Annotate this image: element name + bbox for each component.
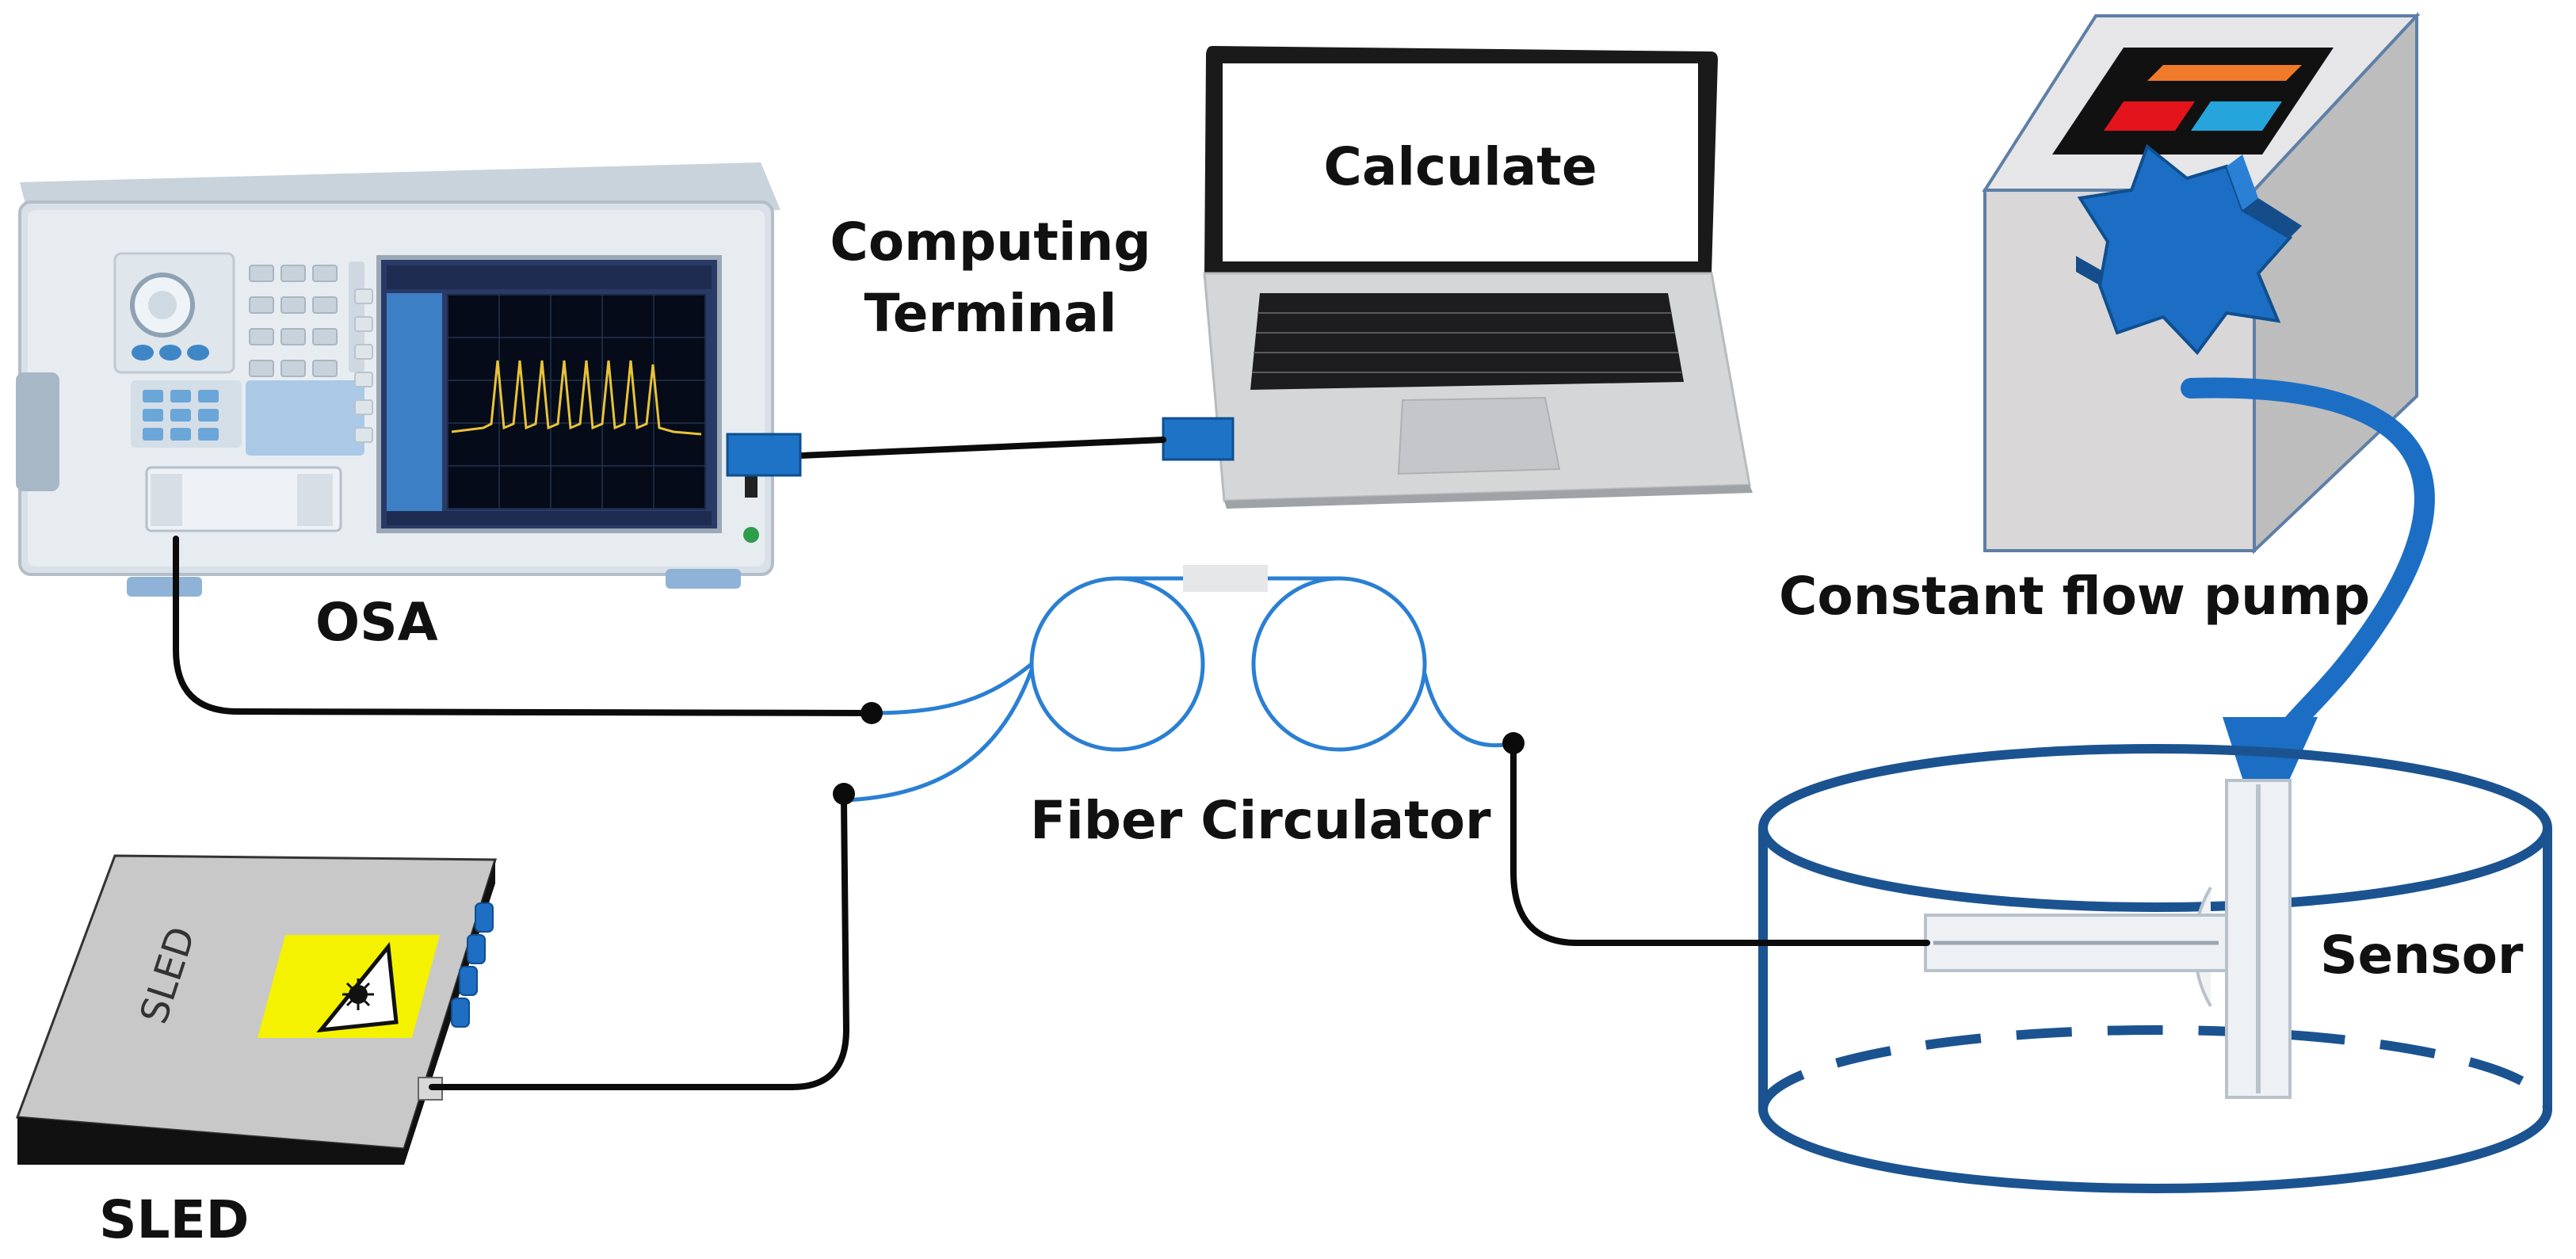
constant-flow-pump bbox=[1982, 11, 2421, 555]
sled-to-circulator-cable bbox=[429, 797, 850, 1090]
sensor-label: Sensor bbox=[2320, 925, 2524, 986]
laptop-keyboard bbox=[1250, 293, 1684, 390]
sensor bbox=[1924, 779, 2292, 1099]
sensor-tank bbox=[1758, 744, 2552, 1193]
osa-spectrum-trace bbox=[451, 360, 702, 436]
pump-display bbox=[2052, 48, 2334, 155]
laptop bbox=[1162, 46, 1753, 509]
computing-terminal-label-line2: Terminal bbox=[864, 283, 1116, 344]
osa-screen bbox=[376, 255, 722, 533]
laptop-usb-connector bbox=[1162, 417, 1235, 461]
impeller-icon bbox=[2076, 143, 2302, 356]
fiber-circulator-label: Fiber Circulator bbox=[1030, 790, 1491, 851]
constant-flow-pump-label: Constant flow pump bbox=[1779, 566, 2370, 627]
osa-function-keys bbox=[249, 265, 338, 377]
laptop-trackpad bbox=[1397, 396, 1561, 475]
computing-terminal-label-line1: Computing bbox=[830, 212, 1151, 273]
circulator-coupler bbox=[1183, 565, 1268, 592]
fiber-circulator bbox=[843, 576, 1514, 803]
laptop-screen bbox=[1223, 63, 1698, 261]
laptop-screen-text: Calculate bbox=[1323, 136, 1597, 197]
fiber-junction-dots bbox=[833, 702, 1525, 805]
osa-usb-connector bbox=[726, 433, 802, 477]
osa-instrument bbox=[16, 162, 780, 597]
sled-label: SLED bbox=[99, 1189, 249, 1250]
laser-warning-icon bbox=[316, 941, 399, 1033]
sled-device: SLED bbox=[15, 854, 498, 1165]
flow-pipe bbox=[2181, 377, 2435, 763]
osa-label: OSA bbox=[315, 592, 438, 653]
circulator-to-sensor-cable bbox=[1510, 740, 1930, 946]
cables bbox=[173, 437, 1930, 1090]
osa-keypad bbox=[131, 380, 242, 448]
osa-to-circulator-cable bbox=[173, 536, 875, 716]
osa-to-laptop-cable bbox=[797, 437, 1166, 459]
